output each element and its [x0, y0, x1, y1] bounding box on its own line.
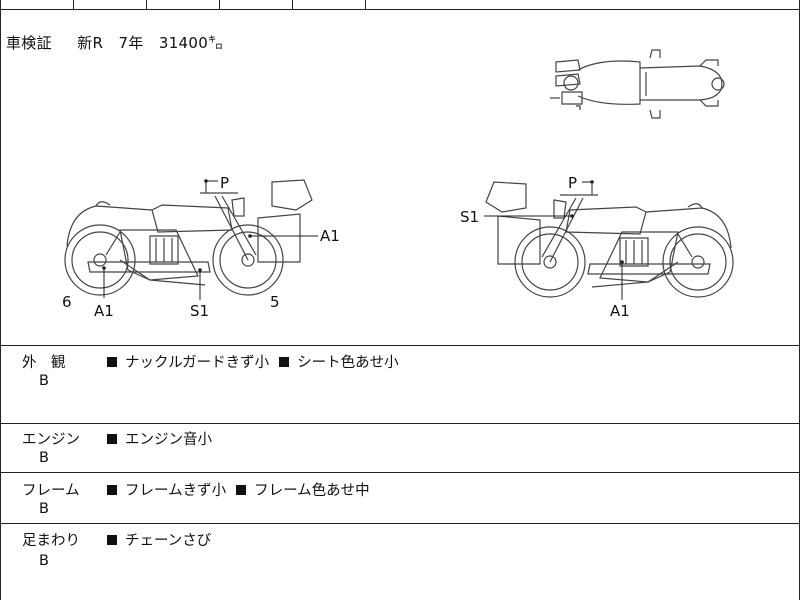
finding-item: フレーム色あせ中 — [254, 483, 370, 499]
section-items: エンジン音小 — [107, 428, 222, 449]
damage-diagram: P A1 6 A1 S1 5 P S1 A1 — [62, 49, 734, 320]
section-grade: B — [39, 553, 49, 569]
diagram-label-p: P — [220, 174, 229, 192]
top-cell — [219, 0, 293, 9]
right-side-motorcycle-icon — [485, 181, 734, 298]
divider — [0, 423, 800, 424]
finding-item: シート色あせ小 — [297, 355, 399, 371]
vehicle-summary: 車検証 新R 7年 31400㌔ — [6, 32, 223, 53]
top-cell — [146, 0, 220, 9]
damage-marker — [570, 214, 574, 218]
top-cell — [292, 0, 366, 9]
divider — [0, 345, 800, 346]
mileage: 31400㌔ — [158, 34, 224, 52]
section-items: ナックルガードきず小 シート色あせ小 — [107, 351, 409, 372]
frame-border-left — [0, 0, 1, 600]
damage-marker — [204, 179, 208, 183]
top-table-strip — [0, 0, 800, 10]
diagram-label-a1: A1 — [610, 302, 630, 320]
bullet-square-icon — [107, 535, 117, 545]
diagram-label-5: 5 — [270, 293, 280, 311]
bullet-square-icon — [107, 434, 117, 444]
damage-marker — [198, 268, 202, 272]
section-grade: B — [39, 501, 49, 517]
top-cell — [73, 0, 147, 9]
bullet-square-icon — [107, 485, 117, 495]
finding-item: エンジン音小 — [125, 432, 212, 448]
diagram-label-a1: A1 — [94, 302, 114, 320]
finding-item: チェーンさび — [125, 533, 212, 549]
section-category: 外 観 — [22, 355, 66, 371]
registration-status: 新R — [77, 34, 104, 52]
bullet-square-icon — [279, 357, 290, 367]
section-category: 足まわり — [22, 533, 80, 549]
section-grade: B — [39, 373, 49, 389]
bullet-square-icon — [236, 485, 247, 495]
diagram-label-s1: S1 — [190, 302, 209, 320]
top-view-motorcycle-icon — [550, 49, 725, 119]
section-category: エンジン — [22, 432, 80, 448]
damage-marker — [590, 180, 594, 184]
diagram-label-p: P — [568, 174, 577, 192]
section-category: フレーム — [22, 483, 80, 499]
section-grade: B — [39, 450, 49, 466]
section-items: チェーンさび — [107, 529, 221, 550]
finding-item: フレームきず小 — [125, 483, 227, 499]
divider — [0, 523, 800, 524]
section-items: フレームきず小 フレーム色あせ中 — [107, 479, 380, 500]
damage-marker — [620, 260, 624, 264]
top-cell — [0, 0, 74, 9]
bullet-square-icon — [107, 357, 117, 367]
finding-item: ナックルガードきず小 — [125, 355, 270, 371]
diagram-label-a1: A1 — [320, 227, 340, 245]
left-side-motorcycle-icon — [64, 179, 313, 296]
diagram-label-s1: S1 — [460, 208, 479, 226]
divider — [0, 472, 800, 473]
doc-type: 車検証 — [6, 34, 52, 52]
model-years: 7年 — [118, 34, 144, 52]
damage-marker — [248, 234, 252, 238]
diagram-label-6: 6 — [62, 293, 72, 311]
damage-marker — [102, 266, 106, 270]
